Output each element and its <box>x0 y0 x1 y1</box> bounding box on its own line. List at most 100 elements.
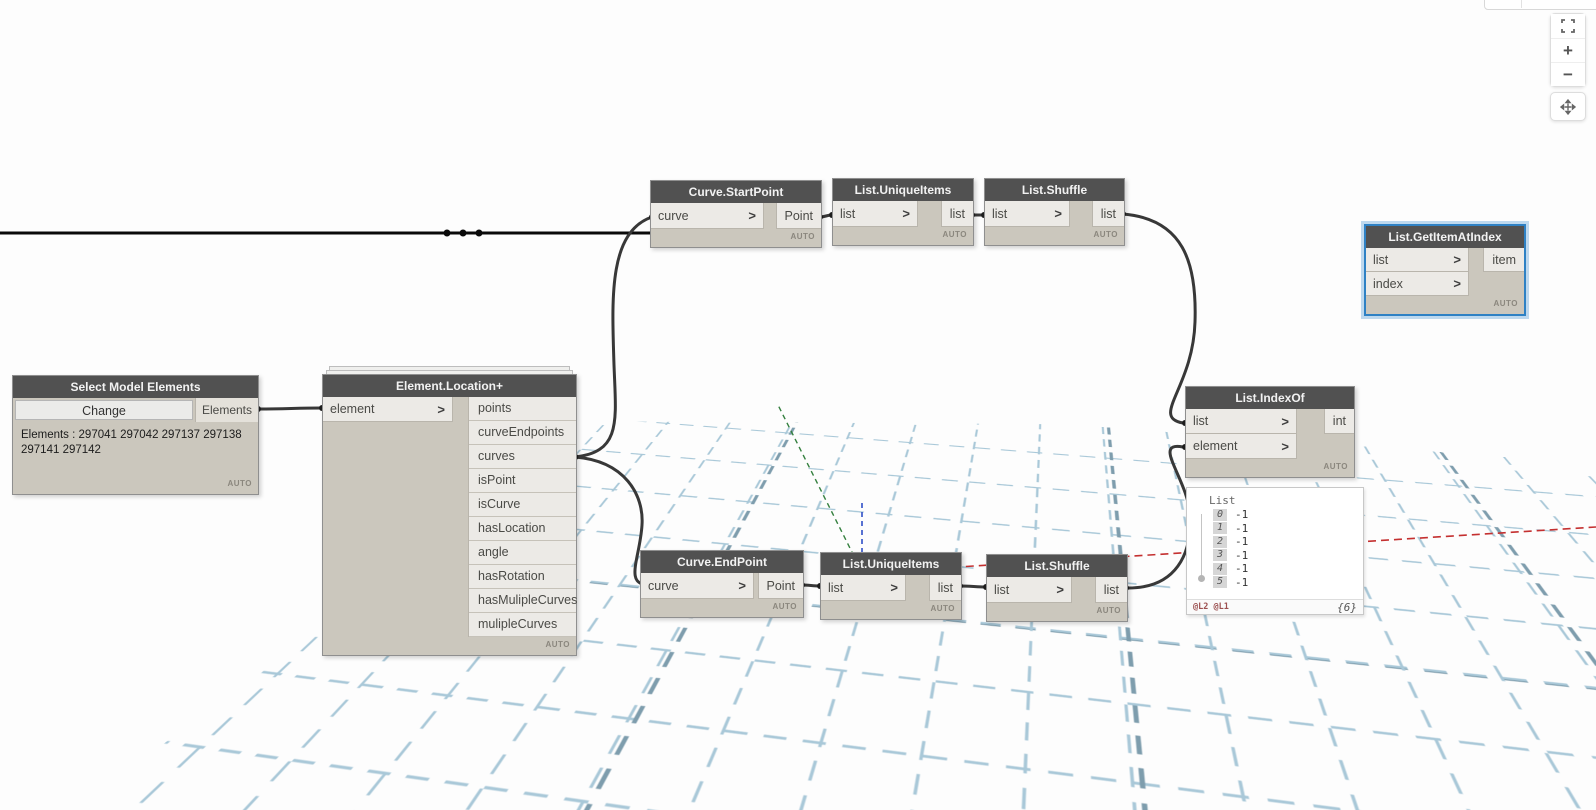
lacing-badge: AUTO <box>942 230 967 239</box>
output-port-point[interactable]: Point <box>775 203 821 229</box>
node-list-indexof[interactable]: List.IndexOf list > int element > AUTO <box>1185 386 1355 478</box>
list-item: 0 -1 <box>1187 508 1363 522</box>
output-port-iscurve[interactable]: isCurve <box>469 493 576 517</box>
list-preview-bubble[interactable]: List 0-1 1-1 2-1 3-1 4-1 5-1 @L2 @L1 {6} <box>1186 487 1364 615</box>
zoom-in-button[interactable]: + <box>1551 38 1585 62</box>
item-index: 3 <box>1213 549 1227 562</box>
node-title[interactable]: List.UniqueItems <box>833 179 973 201</box>
change-button[interactable]: Change <box>15 400 193 420</box>
zoom-out-button[interactable]: − <box>1551 62 1585 86</box>
input-port-curve[interactable]: curve > <box>641 573 754 599</box>
node-list-uniqueitems-bottom[interactable]: List.UniqueItems list > list AUTO <box>820 552 962 620</box>
output-port-hasmuliplecurves[interactable]: hasMulipleCurves <box>469 589 577 613</box>
list-item: 1-1 <box>1187 522 1363 536</box>
wire-unique-to-shuffle-bottom[interactable] <box>958 584 988 589</box>
list-item: 3 -1 <box>1187 549 1363 563</box>
output-port-curves[interactable]: curves <box>469 445 576 469</box>
input-port-curve[interactable]: curve > <box>651 203 764 229</box>
node-element-location[interactable]: Element.Location+ element > points curve… <box>322 366 577 656</box>
input-port-list[interactable]: list > <box>987 577 1072 603</box>
lacing-badge: AUTO <box>1493 299 1518 308</box>
output-port-point[interactable]: Point <box>757 573 803 599</box>
lacing-badge: AUTO <box>1093 230 1118 239</box>
lacing-badge: AUTO <box>930 604 955 613</box>
output-port-angle[interactable]: angle <box>469 541 576 565</box>
output-port-muliplecurves[interactable]: mulipleCurves <box>469 613 576 637</box>
port-chevron-icon: > <box>748 208 756 223</box>
node-curve-endpoint[interactable]: Curve.EndPoint curve > Point AUTO <box>640 550 804 618</box>
output-port-ispoint[interactable]: isPoint <box>469 469 576 493</box>
port-chevron-icon: > <box>1453 252 1461 267</box>
list-count-label: {6} <box>1337 600 1357 614</box>
node-title[interactable]: List.Shuffle <box>987 555 1127 577</box>
node-title[interactable]: List.GetItemAtIndex <box>1366 226 1524 248</box>
port-chevron-icon: > <box>902 206 910 221</box>
pan-button[interactable] <box>1550 92 1586 121</box>
output-port-list[interactable]: list <box>928 575 961 601</box>
node-list-getitematindex[interactable]: List.GetItemAtIndex list > item index > … <box>1364 224 1526 316</box>
wire-elements-to-element[interactable] <box>256 406 324 411</box>
port-chevron-icon: > <box>1054 206 1062 221</box>
wire-curves-to-startpoint[interactable] <box>573 215 654 459</box>
preview-list-label: List <box>1209 494 1236 507</box>
output-port-curveendpoints[interactable]: curveEndpoints <box>469 421 576 445</box>
output-port-item[interactable]: item <box>1483 248 1524 272</box>
input-port-element[interactable]: element > <box>323 397 453 422</box>
output-port-list[interactable]: list <box>940 201 973 227</box>
input-port-list[interactable]: list > <box>985 201 1070 227</box>
output-port-elements[interactable]: Elements <box>195 398 258 422</box>
node-title[interactable]: List.UniqueItems <box>821 553 961 575</box>
item-index: 5 <box>1213 576 1227 589</box>
item-value: -1 <box>1235 521 1249 535</box>
node-stack-decoration <box>326 370 573 374</box>
input-port-list[interactable]: list > <box>821 575 906 601</box>
output-port-hasrotation[interactable]: hasRotation <box>469 565 576 589</box>
item-value: -1 <box>1235 548 1249 562</box>
input-port-index[interactable]: index > <box>1366 272 1469 296</box>
wire-shuffle-to-indexof-list[interactable] <box>1121 212 1197 425</box>
output-port-points[interactable]: points <box>469 397 576 421</box>
selected-elements-text: Elements : 297041 297042 297137 297138 2… <box>21 429 242 456</box>
port-chevron-icon: > <box>1056 582 1064 597</box>
node-list-shuffle-bottom[interactable]: List.Shuffle list > list AUTO <box>986 554 1128 622</box>
input-port-list[interactable]: list > <box>833 201 918 227</box>
node-title[interactable]: Curve.EndPoint <box>641 551 803 573</box>
wire-curves-to-endpoint[interactable] <box>573 455 650 587</box>
output-port-int[interactable]: int <box>1323 409 1354 434</box>
list-item: 5-1 <box>1187 576 1363 590</box>
item-index: 4 <box>1213 562 1227 575</box>
item-index: 2 <box>1213 535 1227 548</box>
wire-shuffle-to-indexof-element[interactable] <box>1124 444 1192 590</box>
output-port-list[interactable]: list <box>1094 577 1127 603</box>
zoom-controls: + − <box>1550 13 1586 87</box>
fit-view-button[interactable] <box>1551 14 1585 38</box>
input-port-list[interactable]: list > <box>1366 248 1469 272</box>
y-axis-line <box>777 404 863 573</box>
node-title[interactable]: Curve.StartPoint <box>651 181 821 203</box>
port-chevron-icon: > <box>738 578 746 593</box>
lacing-badge: AUTO <box>1096 606 1121 615</box>
wire-dot <box>443 229 451 237</box>
item-value: -1 <box>1235 508 1249 522</box>
port-chevron-icon: > <box>437 401 445 417</box>
node-select-model-elements[interactable]: Select Model Elements Change Elements El… <box>12 375 259 495</box>
node-curve-startpoint[interactable]: Curve.StartPoint curve > Point AUTO <box>650 180 822 248</box>
output-port-list[interactable]: list <box>1091 201 1124 227</box>
lacing-badge: AUTO <box>1323 462 1348 471</box>
node-title[interactable]: Element.Location+ <box>323 375 576 397</box>
port-chevron-icon: > <box>1281 438 1289 454</box>
node-title[interactable]: List.Shuffle <box>985 179 1124 201</box>
node-stack-decoration <box>329 366 570 370</box>
node-title[interactable]: List.IndexOf <box>1186 387 1354 409</box>
item-index: 0 <box>1213 508 1227 521</box>
input-port-list[interactable]: list > <box>1186 409 1297 434</box>
node-body <box>323 422 468 637</box>
port-chevron-icon: > <box>1453 276 1461 291</box>
wire-dot <box>459 229 467 237</box>
node-list-shuffle-top[interactable]: List.Shuffle list > list AUTO <box>984 178 1125 246</box>
node-list-uniqueitems-top[interactable]: List.UniqueItems list > list AUTO <box>832 178 974 246</box>
input-port-element[interactable]: element > <box>1186 434 1297 459</box>
port-chevron-icon: > <box>890 580 898 595</box>
node-title[interactable]: Select Model Elements <box>13 376 258 398</box>
output-port-haslocation[interactable]: hasLocation <box>469 517 576 541</box>
